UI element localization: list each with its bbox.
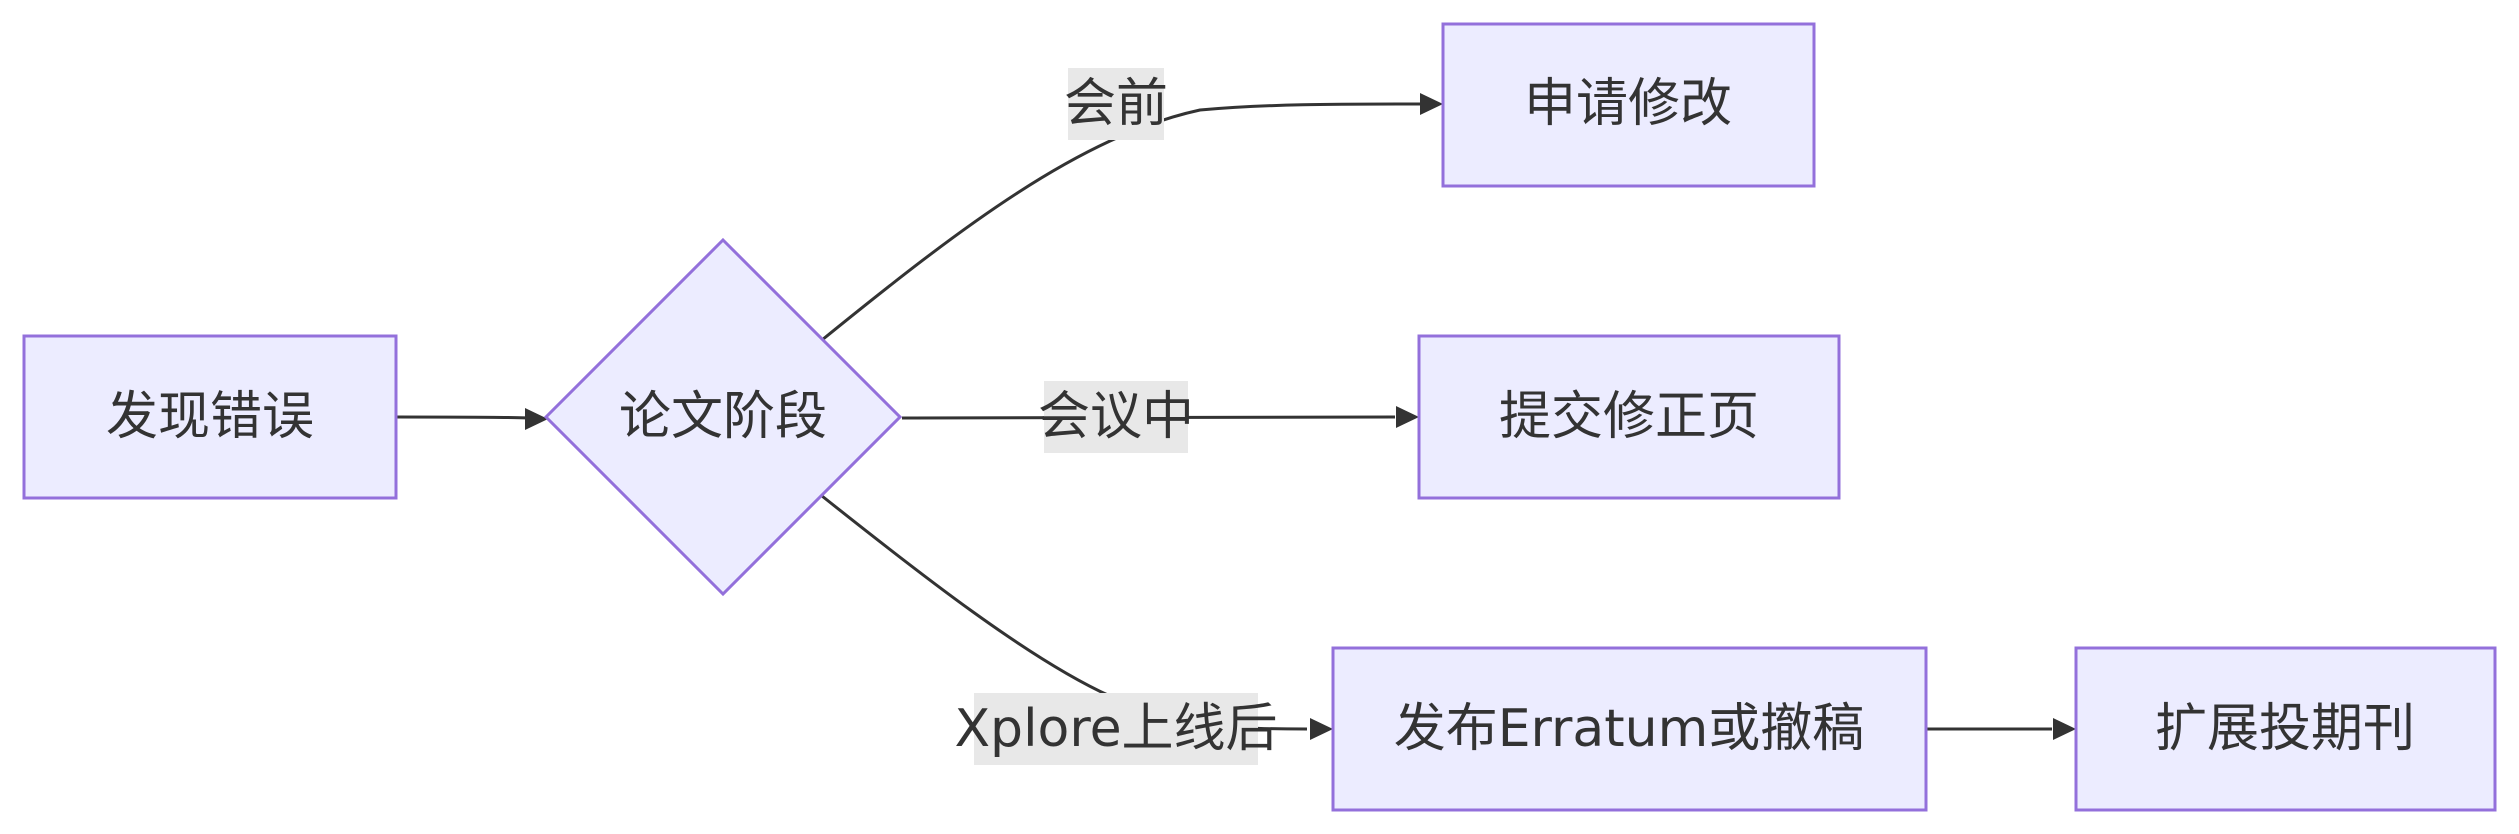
node-submit-correction-box xyxy=(1417,334,1841,500)
arrowhead-stage-to-submit xyxy=(1396,406,1419,428)
arrowhead-discover-to-stage xyxy=(525,408,548,430)
node-request-change: 申请修改 xyxy=(1441,22,1816,188)
arrowhead-stage-to-erratum xyxy=(1310,718,1333,740)
edge-label-during-conference: 会议中 xyxy=(1038,381,1194,453)
node-discover-error-box xyxy=(22,334,398,500)
nodes: 发现错误 论文阶段 申请修改 提交修正页 发布Erratum或撤稿 扩展投期刊 xyxy=(22,22,2497,812)
node-submit-correction: 提交修正页 xyxy=(1417,334,1841,500)
edge-label-during-conference-text: 会议中 xyxy=(1038,387,1194,447)
node-publish-erratum-label: 发布Erratum或撤稿 xyxy=(1394,699,1865,759)
node-discover-error-label: 发现错误 xyxy=(106,387,314,447)
edge-label-before-conference: 会前 xyxy=(1064,68,1168,140)
arrowhead-erratum-to-journal xyxy=(2053,718,2076,740)
edge-label-after-xplore-text: Xplore上线后 xyxy=(954,699,1277,759)
node-extend-journal-label: 扩展投期刊 xyxy=(2155,699,2415,759)
edge-label-after-xplore-bg xyxy=(974,693,1258,765)
edge-label-before-conference-bg xyxy=(1068,68,1164,140)
arrowhead-stage-to-request xyxy=(1420,93,1443,115)
node-paper-stage-label: 论文阶段 xyxy=(619,387,827,447)
node-discover-error: 发现错误 xyxy=(22,334,398,500)
node-publish-erratum-box xyxy=(1331,646,1928,812)
node-request-change-box xyxy=(1441,22,1816,188)
node-extend-journal-box xyxy=(2074,646,2497,812)
edge-labels: 会前 会议中 Xplore上线后 xyxy=(954,68,1278,765)
edge-label-during-conference-bg xyxy=(1044,381,1188,453)
edge-label-after-xplore: Xplore上线后 xyxy=(954,693,1278,765)
edge-discover-to-stage xyxy=(395,415,531,420)
node-request-change-label: 申请修改 xyxy=(1524,74,1732,134)
node-paper-stage: 论文阶段 xyxy=(543,237,903,597)
node-extend-journal: 扩展投期刊 xyxy=(2074,646,2497,812)
edge-label-before-conference-text: 会前 xyxy=(1064,74,1168,134)
node-submit-correction-label: 提交修正页 xyxy=(1499,387,1759,447)
node-publish-erratum: 发布Erratum或撤稿 xyxy=(1331,646,1928,812)
node-paper-stage-diamond xyxy=(543,237,903,597)
